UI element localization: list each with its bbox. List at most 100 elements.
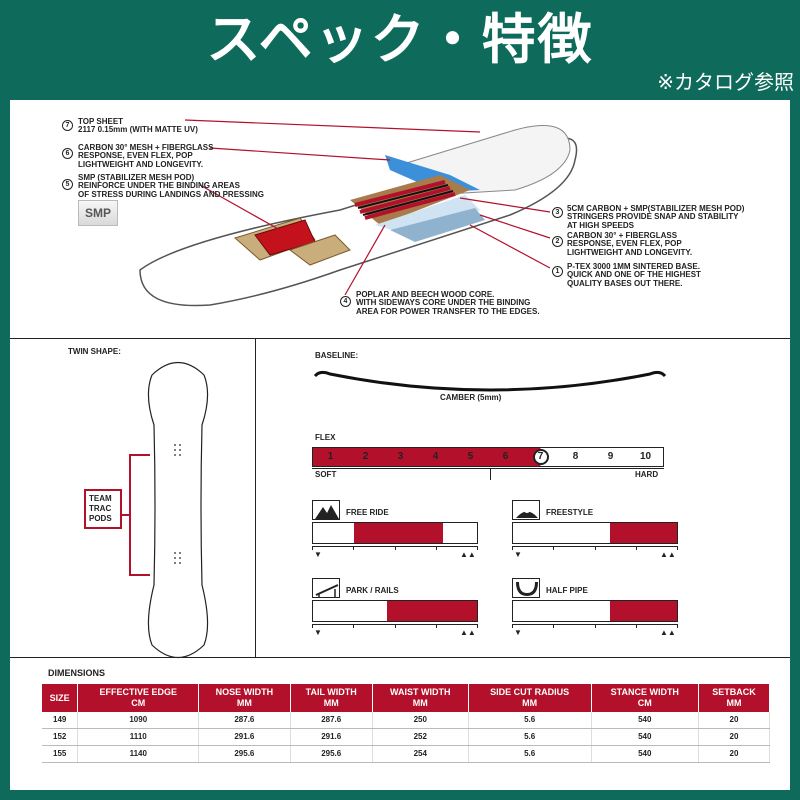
header-title: EFFECTIVE EDGE <box>99 687 178 697</box>
spec-panel: 7 TOP SHEET 2117 0.15mm (WITH MATTE UV) … <box>10 100 790 790</box>
header-unit: MM <box>323 698 339 708</box>
divider-horizontal-bottom <box>10 657 790 658</box>
callout-title-6: CARBON 30° MESH + FIBERGLASS <box>78 143 214 152</box>
callout-number-3: 3 <box>552 207 563 218</box>
insert-holes-top <box>174 444 181 456</box>
table-cell: 152 <box>42 728 79 746</box>
stringer-dark <box>357 184 454 216</box>
rating-axis-tick <box>312 546 313 550</box>
rating-axis-tick <box>594 546 596 550</box>
table-cell: 5.6 <box>468 712 592 729</box>
base-layer <box>390 208 485 242</box>
flex-cell-3: 3 <box>383 448 418 466</box>
header-title: NOSE WIDTH <box>215 687 274 697</box>
divider-vertical <box>255 338 256 658</box>
thumb-down-icon: ▼ <box>314 550 322 559</box>
insert-holes-bottom <box>174 552 181 564</box>
callout-title-7: TOP SHEET <box>78 117 124 126</box>
callout-number-6: 6 <box>62 148 73 159</box>
halfpipe-icon <box>512 578 540 598</box>
header-title: SIDE CUT RADIUS <box>490 687 570 697</box>
flex-cell-9: 9 <box>607 451 614 462</box>
freestyle-icon <box>512 500 540 520</box>
flex-hard-label: HARD <box>635 470 659 479</box>
thumbs-up-icon: ▲▲ <box>460 550 476 559</box>
rating-axis-tick <box>512 624 513 628</box>
rating-axis-tick <box>553 624 555 628</box>
header-title: WAIST WIDTH <box>389 687 451 697</box>
rating-axis: ▼ ▲▲ <box>512 544 678 562</box>
callout-number-5: 5 <box>62 179 73 190</box>
flex-cell-8: 8 <box>572 451 579 462</box>
table-cell: 5.6 <box>468 728 592 746</box>
callout-number-1: 1 <box>552 266 563 277</box>
header-title: TAIL WIDTH <box>305 687 357 697</box>
table-cell: 149 <box>42 712 79 729</box>
divider-horizontal-top <box>10 338 790 339</box>
rating-axis-tick <box>394 546 396 550</box>
flex-axis-midtick <box>490 468 491 480</box>
rating-axis: ▼ ▲▲ <box>312 622 478 640</box>
flex-soft-label: SOFT <box>315 470 337 479</box>
callout-line-3 <box>459 197 551 213</box>
rating-label: HALF PIPE <box>546 586 588 595</box>
flex-cell-5: 5 <box>453 448 488 466</box>
stringer-layer <box>354 180 456 220</box>
rating-label: PARK / RAILS <box>346 586 399 595</box>
table-cell: 287.6 <box>290 712 373 729</box>
rating-axis-tick <box>353 624 355 628</box>
page-title: スペック・特徴 <box>206 8 594 71</box>
flex-cell-1: 1 <box>313 448 348 466</box>
table-cell: 1140 <box>77 745 200 763</box>
header-title: STANCE WIDTH <box>610 687 679 697</box>
table-cell: 20 <box>698 728 771 746</box>
callout-number-4: 4 <box>340 296 351 307</box>
rating-axis-tick <box>677 546 678 550</box>
rating-axis-tick <box>435 546 437 550</box>
rating-bar <box>312 600 478 622</box>
thumb-down-icon: ▼ <box>514 550 522 559</box>
twin-shape-board <box>147 362 209 658</box>
rating-axis-tick <box>477 624 478 628</box>
callout-line-6 <box>209 147 391 161</box>
thumbs-up-icon: ▲▲ <box>660 550 676 559</box>
rating-axis-tick <box>594 624 596 628</box>
callout-desc-2: RESPONSE, EVEN FLEX, POP LIGHTWEIGHT AND… <box>567 239 693 257</box>
header-unit: CM <box>131 698 146 708</box>
rating-axis-tick <box>353 546 355 550</box>
rail-icon <box>312 578 340 598</box>
table-cell: 540 <box>591 712 699 729</box>
rating-bar-fill <box>354 523 443 543</box>
rating-axis-tick <box>435 624 437 628</box>
callout-title-2: CARBON 30° + FIBERGLASS <box>567 231 678 240</box>
callout-desc-5: REINFORCE UNDER THE BINDING AREAS OF STR… <box>78 181 264 199</box>
table-cell: 155 <box>42 745 79 763</box>
callout-desc-6: RESPONSE, EVEN FLEX, POP LIGHTWEIGHT AND… <box>78 151 204 169</box>
thumb-down-icon: ▼ <box>314 628 322 637</box>
table-cell: 1110 <box>77 728 200 746</box>
smp-badge: SMP <box>78 200 118 226</box>
table-cell: 540 <box>591 745 699 763</box>
callout-title-5: SMP (STABILIZER MESH POD) <box>78 173 195 182</box>
carbon-mesh-layer <box>385 155 480 192</box>
flex-cell-7: 7 <box>523 448 558 466</box>
rating-label: FREE RIDE <box>346 508 389 517</box>
header-unit: MM <box>726 698 742 708</box>
catalog-note: ※カタログ参照 <box>657 70 794 94</box>
table-cell: 250 <box>372 712 469 729</box>
callout-number-7: 7 <box>62 120 73 131</box>
rating-axis-tick <box>512 546 513 550</box>
pods-bracket <box>122 454 150 576</box>
callout-title-1: P-TEX 3000 1MM SINTERED BASE. <box>567 262 700 271</box>
thumbs-up-icon: ▲▲ <box>460 628 476 637</box>
thumb-down-icon: ▼ <box>514 628 522 637</box>
callout-desc-4: WITH SIDEWAYS CORE UNDER THE BINDING ARE… <box>356 298 540 316</box>
rating-bar <box>312 522 478 544</box>
